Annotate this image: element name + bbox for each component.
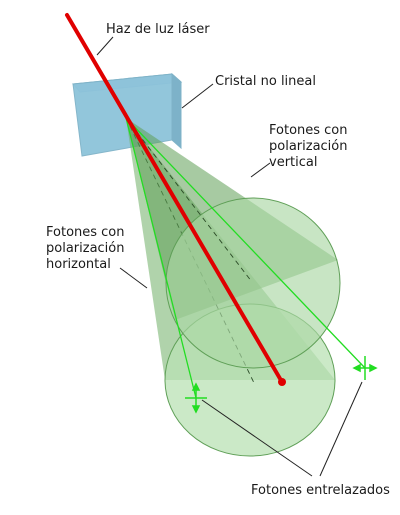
crystal-label: Cristal no lineal [215, 74, 316, 89]
vertical-photons-label: Fotones con polarización vertical [269, 123, 352, 170]
leader-entangled-right [319, 381, 363, 477]
vertical-photons-line-1: Fotones con [269, 123, 348, 138]
vertical-cone-axis [125, 117, 253, 283]
horizontal-photons-line-3: horizontal [46, 257, 111, 272]
leader-crystal [181, 83, 214, 109]
leader-vertical [250, 162, 271, 178]
entangled-photons-label: Fotones entrelazados [251, 483, 390, 498]
ray-right [125, 117, 366, 369]
leader-horizontal [119, 267, 148, 289]
laser-end-dot [278, 378, 286, 386]
laser-beam-label: Haz de luz láser [106, 22, 210, 37]
horizontal-photons-line-2: polarización [46, 241, 124, 256]
leader-lines [96, 36, 363, 477]
vertical-photons-line-3: vertical [269, 155, 317, 170]
leader-entangled-left [201, 399, 313, 477]
horizontal-photons-label: Fotones con polarización horizontal [46, 225, 129, 272]
vertical-photons-line-2: polarización [269, 139, 347, 154]
horizontal-photons-line-1: Fotones con [46, 225, 125, 240]
vertical-cone-base [165, 197, 341, 369]
laser-line [65, 13, 284, 384]
photon-marker-right [352, 356, 378, 380]
laser-beam [65, 13, 286, 386]
crystal-side-face [171, 72, 182, 150]
ray-left [125, 117, 197, 399]
photon-marker-left [185, 382, 207, 414]
vertical-polarization-cone [125, 117, 341, 369]
leader-laser [96, 36, 114, 56]
entangled-photon-rays [125, 117, 366, 399]
